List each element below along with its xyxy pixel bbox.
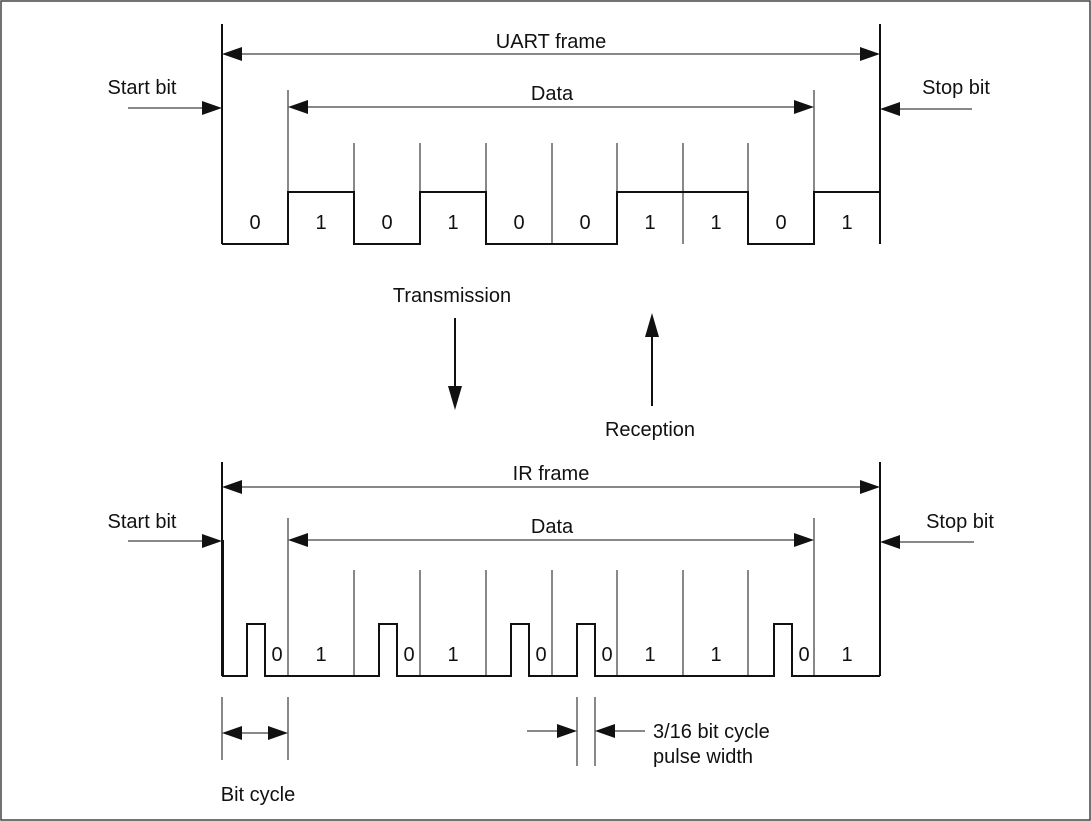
ir-bit-labels: 0 1 0 1 0 0 1 1 0 1 <box>271 644 852 666</box>
ir-stop-bit-label: Stop bit <box>926 511 994 533</box>
transmission-label: Transmission <box>393 285 511 307</box>
uart-frame-arrow-right-head <box>860 47 880 61</box>
ir-data-label: Data <box>531 516 574 538</box>
ir-waveform <box>222 623 880 677</box>
uart-bit-label: 0 <box>775 212 786 234</box>
ir-frame-arrow-left-head <box>222 480 242 494</box>
reception-label: Reception <box>605 419 695 441</box>
uart-bit-label: 0 <box>381 212 392 234</box>
ir-bit-label: 1 <box>841 644 852 666</box>
ir-bit-label: 0 <box>403 644 414 666</box>
uart-frame-label: UART frame <box>496 31 606 53</box>
reception-arrow-head <box>645 313 659 337</box>
pulse-width-left-arrow-head <box>557 724 577 738</box>
uart-bit-separators <box>353 143 749 244</box>
uart-bit-label: 1 <box>644 212 655 234</box>
uart-frame-arrow-left-head <box>222 47 242 61</box>
uart-bit-label: 0 <box>249 212 260 234</box>
ir-start-bit-arrow-head <box>202 534 222 548</box>
uart-bit-label: 0 <box>513 212 524 234</box>
direction-arrows: Transmission Reception <box>393 285 695 441</box>
pulse-width-right-arrow-head <box>595 724 615 738</box>
pulse-width-label-line2: pulse width <box>653 746 753 768</box>
ir-stop-bit-arrow-head <box>880 535 900 549</box>
ir-frame-label: IR frame <box>513 463 590 485</box>
uart-bit-labels: 0 1 0 1 0 0 1 1 0 1 <box>249 212 852 234</box>
uart-bit-label: 1 <box>315 212 326 234</box>
uart-waveform <box>222 191 881 245</box>
ir-start-bit-label: Start bit <box>108 511 177 533</box>
uart-section: UART frame Data Start bit Stop bit <box>108 24 990 245</box>
ir-bit-label: 0 <box>271 644 282 666</box>
ir-bit-separators <box>353 570 749 676</box>
bit-cycle-annotation: Bit cycle <box>221 697 295 806</box>
uart-start-bit-arrow-head <box>202 101 222 115</box>
ir-frame-arrow-right-head <box>860 480 880 494</box>
bit-cycle-label: Bit cycle <box>221 784 295 806</box>
ir-data-arrow-left-head <box>288 533 308 547</box>
bit-cycle-arrow-left-head <box>222 726 242 740</box>
pulse-width-label-line1: 3/16 bit cycle <box>653 721 770 743</box>
ir-bit-label: 1 <box>315 644 326 666</box>
uart-data-arrow-left-head <box>288 100 308 114</box>
uart-bit-label: 1 <box>841 212 852 234</box>
pulse-width-annotation: 3/16 bit cycle pulse width <box>527 697 770 768</box>
transmission-arrow-head <box>448 386 462 410</box>
ir-bit-label: 0 <box>601 644 612 666</box>
uart-stop-bit-arrow-head <box>880 102 900 116</box>
ir-bit-label: 1 <box>447 644 458 666</box>
ir-bit-label: 1 <box>710 644 721 666</box>
ir-bit-label: 1 <box>644 644 655 666</box>
ir-section: IR frame Data Start bit Stop bit <box>108 462 994 677</box>
uart-bit-label: 1 <box>447 212 458 234</box>
uart-bit-label: 0 <box>579 212 590 234</box>
uart-data-arrow-right-head <box>794 100 814 114</box>
ir-bit-label: 0 <box>798 644 809 666</box>
uart-start-bit-label: Start bit <box>108 77 177 99</box>
uart-data-label: Data <box>531 83 574 105</box>
ir-data-arrow-right-head <box>794 533 814 547</box>
uart-stop-bit-label: Stop bit <box>922 77 990 99</box>
ir-bit-label: 0 <box>535 644 546 666</box>
bit-cycle-arrow-right-head <box>268 726 288 740</box>
uart-bit-label: 1 <box>710 212 721 234</box>
